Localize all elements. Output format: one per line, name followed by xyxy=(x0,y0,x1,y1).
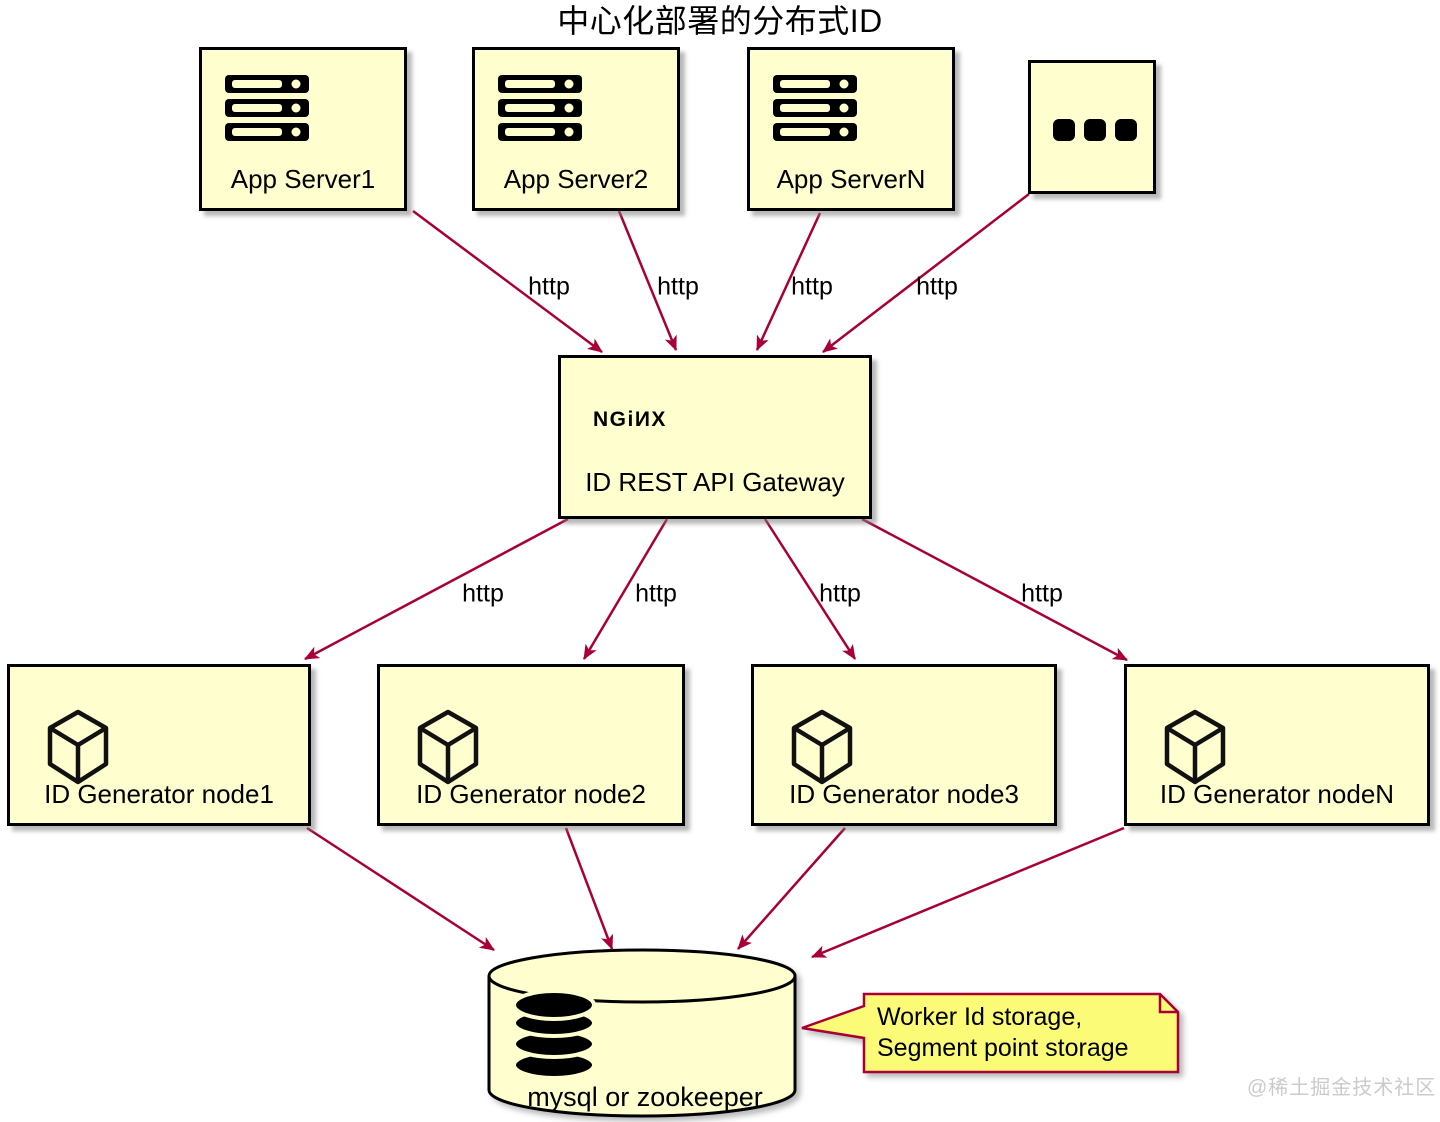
node-app-servern: App ServerN xyxy=(747,47,955,211)
arrow-node2-db xyxy=(564,827,614,951)
node-label: App Server2 xyxy=(503,164,649,194)
arrow-node3-db xyxy=(737,827,846,950)
node-label: ID Generator node2 xyxy=(416,779,646,809)
node-label: ID Generator nodeN xyxy=(1159,779,1395,809)
node-label: ID Generator node1 xyxy=(44,779,274,809)
arrow-gateway-node2 xyxy=(582,518,669,660)
cube-icon xyxy=(47,709,109,785)
node-app-server2: App Server2 xyxy=(472,47,680,211)
edge-label-http: http xyxy=(1021,579,1063,608)
arrow-noden-db xyxy=(811,826,1125,959)
edge-label-http: http xyxy=(657,272,699,301)
nginx-logo: NGiИX xyxy=(593,408,667,431)
server-rack-icon xyxy=(225,75,309,141)
edge-label-http: http xyxy=(916,272,958,301)
node-id-generator2: ID Generator node2 xyxy=(377,664,685,826)
node-id-generator1: ID Generator node1 xyxy=(7,664,311,826)
note-text: Worker Id storage, Segment point storage xyxy=(877,1002,1129,1064)
cube-icon xyxy=(1164,709,1226,785)
node-more-servers xyxy=(1028,60,1156,194)
node-label: ID Generator node3 xyxy=(789,779,1019,809)
node-gateway: NGiИX ID REST API Gateway xyxy=(558,355,872,519)
node-app-server1: App Server1 xyxy=(199,47,407,211)
node-label: App Server1 xyxy=(230,164,376,194)
ellipsis-icon xyxy=(1053,119,1137,141)
database-label: mysql or zookeeper xyxy=(527,1082,763,1112)
database-icon xyxy=(512,989,596,1080)
note-line: Worker Id storage, xyxy=(877,1003,1083,1031)
cube-icon xyxy=(417,709,479,785)
cube-icon xyxy=(791,709,853,785)
arrow-app2-gateway xyxy=(617,210,678,351)
edge-label-http: http xyxy=(819,579,861,608)
note-line: Segment point storage xyxy=(877,1034,1129,1062)
edge-label-http: http xyxy=(528,272,570,301)
edge-label-http: http xyxy=(635,579,677,608)
edge-label-http: http xyxy=(462,579,504,608)
server-rack-icon xyxy=(498,75,582,141)
arrow-node1-db xyxy=(306,826,495,952)
watermark: @稀土掘金技术社区 xyxy=(1247,1077,1437,1099)
note-shape xyxy=(801,992,1180,1074)
diagram-title: 中心化部署的分布式ID xyxy=(557,3,883,39)
node-id-generatorn: ID Generator nodeN xyxy=(1124,664,1430,826)
arrow-gateway-node1 xyxy=(304,517,569,661)
server-rack-icon xyxy=(773,75,857,141)
node-id-generator3: ID Generator node3 xyxy=(751,664,1057,826)
arrow-gateway-node3 xyxy=(763,518,857,660)
node-label: App ServerN xyxy=(776,164,926,194)
arrow-gateway-noden xyxy=(861,517,1128,662)
arrow-appn-gateway xyxy=(755,212,822,351)
node-label: ID REST API Gateway xyxy=(585,467,845,497)
edge-label-http: http xyxy=(791,272,833,301)
arrow-app1-gateway xyxy=(412,209,603,354)
arrow-dots-gateway xyxy=(822,193,1030,353)
